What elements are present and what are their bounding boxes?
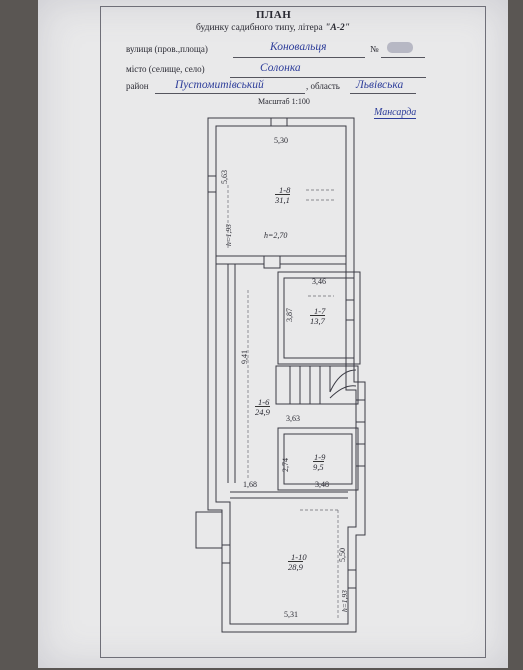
subtitle-text: будинку садибного типу, літера [196,23,323,33]
window-left-1-10 [221,544,231,564]
room-1-7-id: 1-7 [314,306,326,316]
window-left-top [207,175,217,193]
document-page: ПЛАН будинку садибного типу, літера "А-2… [38,0,508,668]
room-1-7-area: 13,7 [310,315,325,326]
number-underline [381,57,425,58]
number-redaction [387,42,413,53]
floor-label: Мансарда [374,107,417,119]
district-label: район [126,81,149,91]
window-right-1-7 [345,299,355,321]
room-1-9-id: 1-9 [314,452,326,462]
room-1-9-area: 9,5 [313,461,324,472]
plan-subtitle: будинку садибного типу, літера "А-2" [196,23,350,33]
dim-r9-top: 3,63 [286,414,300,423]
oblast-label: , область [306,81,340,91]
town-label: місто (селище, село) [126,64,205,74]
litera-value: "А-2" [325,23,350,33]
room-1-8-id: 1-8 [279,185,291,195]
number-label: № [370,44,379,54]
room-1-9-inner [283,433,353,485]
dim-top-height: 5,63 [220,170,229,184]
dim-top-width: 5,30 [274,136,288,145]
street-label: вулиця (пров.,площа) [126,44,208,54]
window-right-1-10 [347,569,357,589]
window-right-1-9 [355,443,366,467]
district-value: Пустомитівський [175,79,264,91]
oblast-underline [350,93,416,94]
town-value: Солонка [260,62,301,74]
scale-label: Масштаб 1:100 [258,97,310,106]
room-1-9-outline [277,427,359,491]
dim-r9-height: 2,74 [281,458,290,472]
dim-hall-length: 9,41 [240,350,249,364]
dim-small-168: 1,68 [243,480,257,489]
street-underline [233,57,365,58]
room-1-6-id: 1-6 [258,397,270,407]
window-top [270,117,288,127]
dim-bottom-width: 5,31 [284,610,298,619]
room-1-10-area: 28,9 [288,561,303,572]
street-value: Коновальця [270,41,327,53]
dim-top-ceiling: h=2,70 [264,231,288,240]
oblast-value: Львівська [356,79,404,91]
dim-r7-height: 3,87 [285,308,294,322]
stairs-outline [275,365,359,405]
page-frame [100,6,486,658]
column [263,255,281,269]
room-1-7-outline [277,271,361,365]
district-underline [155,93,305,94]
dim-r9-bottom: 3,48 [315,480,329,489]
dim-bottom-h-right: h=1,93 [340,590,349,612]
dim-top-h-left: h=1,93 [224,224,233,246]
porch [195,511,223,549]
floor-plan-drawing [195,117,366,633]
dim-bottom-height: 5,50 [338,548,347,562]
window-right-hall [355,399,366,423]
dim-r7-width: 3,46 [312,277,326,286]
room-1-8-area: 31,1 [275,194,290,205]
plan-title: ПЛАН [256,9,292,21]
room-1-10-id: 1-10 [291,552,307,562]
room-1-6-area: 24,9 [255,406,270,417]
town-underline [230,77,426,78]
